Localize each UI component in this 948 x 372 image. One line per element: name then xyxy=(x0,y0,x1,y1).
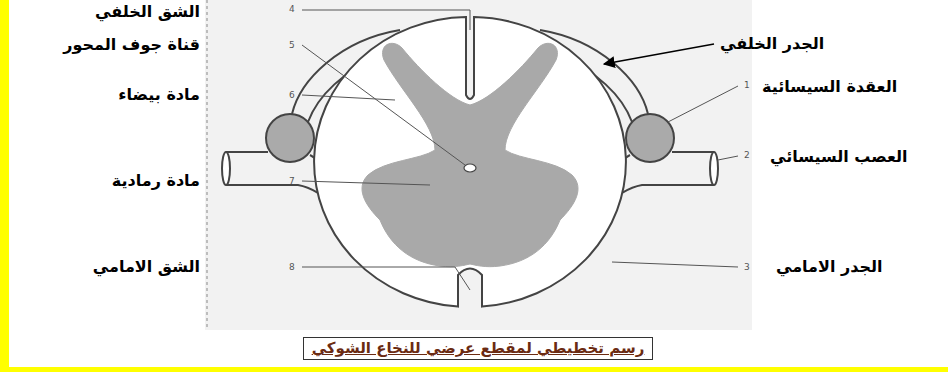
cord-outline xyxy=(314,17,626,307)
callout-number: 7 xyxy=(289,176,295,187)
callout-number: 5 xyxy=(289,40,295,51)
nerve-upper-edge xyxy=(672,151,714,153)
leader-line xyxy=(302,10,470,30)
grey-matter xyxy=(362,43,470,266)
grey-matter xyxy=(470,43,578,266)
leader-line xyxy=(612,262,738,267)
part-label: الجدر الامامي xyxy=(776,256,882,278)
part-label: مادة بيضاء xyxy=(118,84,200,106)
leader-line xyxy=(718,156,738,160)
part-label: مادة رمادية xyxy=(112,170,200,192)
callout-number: 8 xyxy=(289,262,295,273)
part-label: العصب السيسائي xyxy=(770,146,908,168)
callout-number: 2 xyxy=(744,150,750,161)
leader-line xyxy=(668,86,738,122)
part-label: الجدر الخلفي xyxy=(720,33,824,55)
leader-line xyxy=(302,95,395,100)
nerve-upper-edge xyxy=(226,151,268,153)
callout-number: 4 xyxy=(289,4,295,15)
spinal-ganglion xyxy=(266,114,314,162)
leader-lines xyxy=(302,10,738,290)
figure-ground xyxy=(205,0,752,330)
part-label: قناة جوف المحور xyxy=(63,34,200,56)
callout-number: 3 xyxy=(744,262,750,273)
figure-edge xyxy=(207,0,208,330)
part-label: الشق الخلفي xyxy=(95,1,200,23)
part-label: العقدة السيسائية xyxy=(762,76,897,98)
nerve-end xyxy=(222,152,230,185)
leader-line xyxy=(302,45,465,165)
central-canal xyxy=(464,164,476,172)
leader-line xyxy=(302,267,470,290)
caption: رسم تخطيطي لمقطع عرضي للنخاع الشوكي xyxy=(303,337,654,360)
callout-number: 1 xyxy=(744,80,750,91)
nerve-end xyxy=(710,152,718,185)
leader-line xyxy=(302,181,430,185)
pointer-arrow xyxy=(604,44,714,64)
callout-number: 6 xyxy=(289,90,295,101)
spinal-ganglion xyxy=(626,114,674,162)
part-label: الشق الامامي xyxy=(93,256,200,278)
